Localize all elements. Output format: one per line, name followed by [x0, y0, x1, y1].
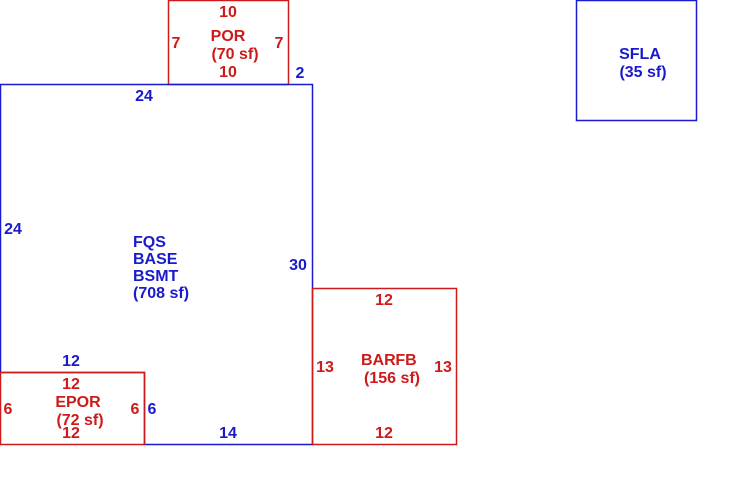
- por-area-sf: (70 sf): [211, 46, 258, 63]
- base-label-line3: BSMT: [133, 268, 179, 285]
- sfla-code: SFLA: [619, 46, 661, 63]
- barfb-area-sf: (156 sf): [364, 370, 420, 387]
- base-dim-left: 24: [4, 221, 22, 238]
- base-dim-top: 24: [135, 88, 153, 105]
- barfb-dim-right: 13: [434, 359, 452, 376]
- base-dim-bottom: 14: [219, 425, 237, 442]
- barfb-area: 12 13 13 BAR FB (156 sf) 12: [311, 287, 458, 446]
- sfla-area-sf: (35 sf): [619, 64, 666, 81]
- epor-dim-right: 6: [131, 401, 140, 418]
- epor-dim-left: 6: [4, 401, 13, 418]
- epor-area-sf: (72 sf): [56, 412, 103, 429]
- base-label-line1: FQS: [133, 234, 166, 251]
- por-dim-bottom: 10: [219, 64, 237, 81]
- epor-area: 12 6 6 EPOR (72 sf) 12: [0, 371, 146, 446]
- por-dim-left: 7: [172, 35, 181, 52]
- base-area-sf: (708 sf): [133, 285, 189, 302]
- sfla-outline: [575, 0, 698, 122]
- sfla-area: SFLA (35 sf): [575, 0, 698, 122]
- por-code: POR: [211, 28, 246, 45]
- barfb-dim-bottom: 12: [375, 425, 393, 442]
- barfb-outline: [311, 287, 458, 446]
- barfb-code-bar: BAR: [361, 352, 396, 369]
- epor-outline: [0, 371, 146, 446]
- por-area: 10 7 7 POR (70 sf) 10: [167, 0, 290, 86]
- barfb-dim-left: 13: [316, 359, 334, 376]
- base-dim-top-right: 2: [296, 65, 305, 82]
- base-label-line2: BASE: [133, 251, 178, 268]
- base-dim-inner-right: 6: [148, 401, 157, 418]
- barfb-code-fb: FB: [395, 352, 416, 369]
- base-dim-right: 30: [289, 257, 307, 274]
- por-dim-top: 10: [219, 4, 237, 21]
- epor-code: EPOR: [55, 394, 101, 411]
- base-dim-inner-top: 12: [62, 353, 80, 370]
- barfb-dim-top: 12: [375, 292, 393, 309]
- epor-dim-bottom: 12: [62, 425, 80, 442]
- epor-dim-top: 12: [62, 376, 80, 393]
- base-area: 24 2 24 30 FQS BASE BSMT (708 sf) 12 6 1…: [0, 65, 314, 446]
- por-dim-right: 7: [275, 35, 284, 52]
